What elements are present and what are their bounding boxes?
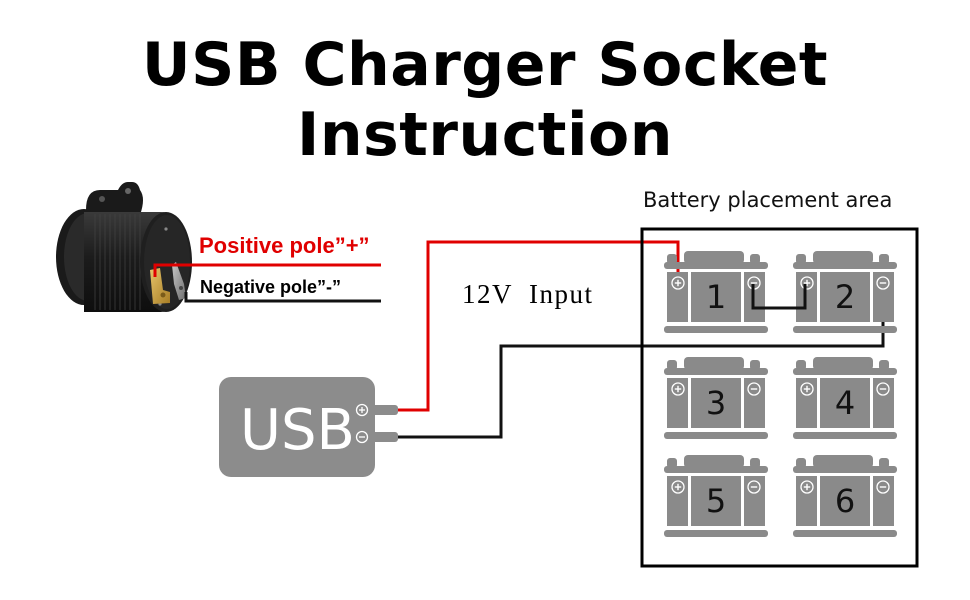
battery-left-cell	[667, 476, 688, 526]
plus-circle-icon	[671, 382, 685, 396]
minus-circle-icon	[747, 480, 761, 494]
battery-6: 6	[793, 455, 897, 537]
battery-cap	[684, 357, 744, 370]
battery-right-cell	[873, 378, 894, 428]
battery-right-cell	[873, 476, 894, 526]
plus-circle-icon	[355, 403, 369, 417]
battery-center-cell	[691, 476, 741, 526]
battery-bottom-bar	[664, 530, 768, 537]
battery-top-bar	[793, 466, 897, 473]
negative-pole-label: Negative pole”-”	[200, 277, 342, 297]
battery-1: 1	[664, 251, 768, 333]
battery-left-cell	[796, 378, 817, 428]
plus-circle-icon	[671, 480, 685, 494]
battery-center-cell	[820, 272, 870, 322]
batteries-group: 1 2 3 4 5 6	[664, 251, 897, 537]
input-voltage-label: 12V Input	[462, 279, 594, 309]
battery-number: 5	[706, 482, 726, 520]
battery-left-post	[796, 254, 806, 264]
plus-circle-icon	[671, 276, 685, 290]
battery-right-cell	[873, 272, 894, 322]
battery-right-cell	[744, 476, 765, 526]
usb-socket-icon	[56, 182, 192, 312]
battery-center-cell	[820, 378, 870, 428]
battery-top-bar	[664, 368, 768, 375]
battery-right-post	[750, 458, 760, 468]
battery-cap	[684, 251, 744, 264]
battery-5: 5	[664, 455, 768, 537]
battery-right-post	[750, 254, 760, 264]
diagram-title: USB Charger Socket Instruction	[141, 30, 829, 170]
minus-circle-icon	[876, 480, 890, 494]
battery-center-cell	[691, 272, 741, 322]
usb-label: USB	[240, 398, 355, 463]
battery-bottom-bar	[793, 326, 897, 333]
battery-left-cell	[667, 272, 688, 322]
series-jumper-wire	[751, 284, 807, 310]
positive-wire	[396, 240, 680, 412]
battery-number: 2	[835, 278, 855, 316]
battery-left-post	[667, 458, 677, 468]
usb-negative-terminal	[372, 432, 398, 442]
battery-left-post	[667, 254, 677, 264]
battery-left-post	[667, 360, 677, 370]
battery-bottom-bar	[664, 432, 768, 439]
minus-circle-icon	[747, 382, 761, 396]
battery-right-post	[879, 458, 889, 468]
socket-positive-lead	[153, 263, 381, 277]
battery-center-cell	[691, 378, 741, 428]
battery-area-label: Battery placement area	[643, 188, 893, 212]
battery-left-post	[796, 360, 806, 370]
battery-top-bar	[793, 368, 897, 375]
battery-right-post	[879, 254, 889, 264]
battery-left-post	[796, 458, 806, 468]
battery-number: 1	[706, 278, 726, 316]
plus-circle-icon	[800, 276, 814, 290]
battery-cap	[813, 251, 873, 264]
positive-pole-label: Positive pole”+”	[199, 233, 370, 258]
battery-2: 2	[793, 251, 897, 333]
plus-circle-icon	[800, 480, 814, 494]
usb-positive-terminal	[372, 405, 398, 415]
battery-cap	[684, 455, 744, 468]
usb-module: USB	[219, 377, 398, 477]
battery-left-cell	[667, 378, 688, 428]
negative-wire	[396, 283, 885, 439]
battery-cap	[813, 357, 873, 370]
minus-circle-icon	[876, 382, 890, 396]
battery-area-box	[640, 227, 919, 568]
socket-negative-lead	[184, 292, 381, 303]
battery-right-cell	[744, 378, 765, 428]
battery-center-cell	[820, 476, 870, 526]
battery-number: 6	[835, 482, 855, 520]
battery-number: 3	[706, 384, 726, 422]
battery-3: 3	[664, 357, 768, 439]
battery-left-cell	[796, 476, 817, 526]
battery-number: 4	[835, 384, 855, 422]
battery-top-bar	[664, 262, 768, 269]
minus-circle-icon	[355, 430, 369, 444]
battery-right-post	[879, 360, 889, 370]
battery-bottom-bar	[793, 432, 897, 439]
plus-circle-icon	[800, 382, 814, 396]
battery-bottom-bar	[793, 530, 897, 537]
battery-4: 4	[793, 357, 897, 439]
battery-top-bar	[664, 466, 768, 473]
battery-cap	[813, 455, 873, 468]
battery-bottom-bar	[664, 326, 768, 333]
battery-right-post	[750, 360, 760, 370]
minus-circle-icon	[876, 276, 890, 290]
battery-top-bar	[793, 262, 897, 269]
